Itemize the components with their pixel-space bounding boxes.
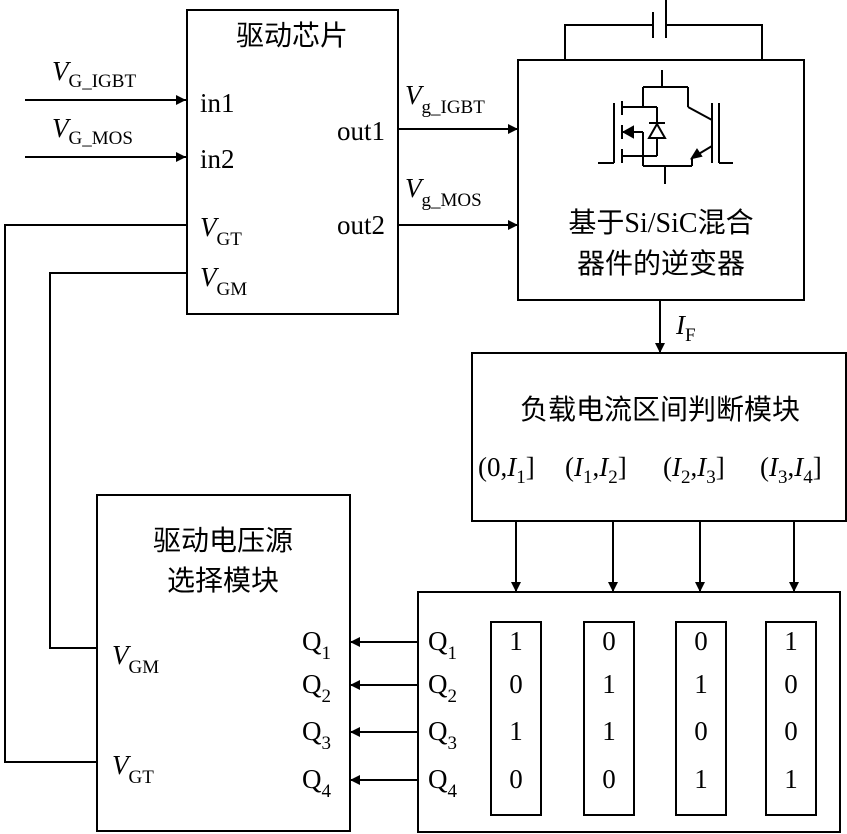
interval-label-3: (I2,I3] bbox=[663, 452, 725, 488]
code-q-label-3: Q3 bbox=[428, 716, 457, 754]
hybrid-switch-icon bbox=[598, 70, 733, 184]
driver-chip-out1-label: out1 bbox=[337, 116, 385, 146]
code-bit: 0 bbox=[694, 626, 708, 656]
code-column-2: 0 1 1 0 bbox=[583, 621, 635, 816]
current-interval-judge-box bbox=[471, 352, 847, 522]
code-bit: 0 bbox=[509, 764, 523, 794]
code-bit: 1 bbox=[694, 764, 708, 794]
code-bit: 1 bbox=[509, 626, 523, 656]
selector-vgt-label: VGT bbox=[112, 750, 154, 788]
code-bit: 0 bbox=[509, 669, 523, 699]
current-interval-judge-title: 负载电流区间判断模块 bbox=[520, 394, 800, 426]
driver-chip-box bbox=[186, 9, 399, 315]
current-if-label: IF bbox=[675, 310, 696, 346]
code-column-3: 0 1 0 1 bbox=[675, 621, 727, 816]
interval-label-4: (I3,I4] bbox=[760, 452, 822, 488]
selector-vgm-label: VGM bbox=[112, 640, 159, 678]
code-table-columns: 1 0 1 0 0 1 1 0 0 1 0 1 1 0 0 1 bbox=[490, 621, 817, 816]
code-q-label-2: Q2 bbox=[428, 669, 457, 707]
code-bit: 1 bbox=[784, 626, 798, 656]
code-q-label-4: Q4 bbox=[428, 764, 458, 802]
driver-chip-in2-label: in2 bbox=[200, 144, 235, 174]
code-bit: 0 bbox=[784, 669, 798, 699]
code-column-box bbox=[765, 621, 817, 816]
capacitor-icon bbox=[564, 0, 763, 60]
code-q-label-1: Q1 bbox=[428, 626, 457, 664]
vgm-feedback-wire bbox=[49, 272, 187, 649]
selector-q-label-2: Q2 bbox=[302, 669, 331, 707]
selector-title-line1: 驱动电压源 bbox=[153, 525, 293, 557]
code-column-4: 1 0 0 1 bbox=[765, 621, 817, 816]
code-bit: 0 bbox=[784, 716, 798, 746]
inverter-label-line1: 基于Si/SiC混合 bbox=[568, 207, 753, 239]
code-bit: 1 bbox=[602, 716, 616, 746]
code-bit: 1 bbox=[784, 764, 798, 794]
output-vg-mos-label: Vg_MOS bbox=[405, 173, 482, 211]
interval-label-2: (I1,I2] bbox=[565, 452, 627, 488]
code-bit: 1 bbox=[509, 716, 523, 746]
selector-q-label-4: Q4 bbox=[302, 764, 332, 802]
selector-q-label-3: Q3 bbox=[302, 716, 331, 754]
input-vg-igbt-label: VG_IGBT bbox=[52, 56, 136, 92]
code-bit: 1 bbox=[602, 669, 616, 699]
driver-chip-title: 驱动芯片 bbox=[236, 20, 348, 52]
input-vg-mos-label: VG_MOS bbox=[52, 113, 133, 149]
code-bit: 0 bbox=[602, 764, 616, 794]
code-bit: 1 bbox=[694, 669, 708, 699]
code-column-1: 1 0 1 0 bbox=[490, 621, 542, 816]
code-bit: 0 bbox=[694, 716, 708, 746]
inverter-label-line2: 器件的逆变器 bbox=[577, 248, 745, 280]
interval-labels: (0,I1] (I1,I2] (I2,I3] (I3,I4] bbox=[478, 452, 822, 488]
driver-chip-vgt-label: VGT bbox=[200, 212, 242, 250]
vgt-feedback-wire bbox=[4, 224, 187, 763]
selector-q-label-1: Q1 bbox=[302, 626, 331, 664]
interval-label-1: (0,I1] bbox=[478, 452, 535, 488]
code-column-box bbox=[675, 621, 727, 816]
code-column-box bbox=[583, 621, 635, 816]
output-vg-igbt-label: Vg_IGBT bbox=[405, 80, 485, 118]
driver-chip-out2-label: out2 bbox=[337, 210, 385, 240]
code-column-box bbox=[490, 621, 542, 816]
voltage-source-selector-box bbox=[96, 494, 351, 832]
q-signal-arrows bbox=[350, 637, 418, 785]
selector-title-line2: 选择模块 bbox=[167, 565, 279, 597]
code-bit: 0 bbox=[602, 626, 616, 656]
driver-chip-vgm-label: VGM bbox=[200, 262, 247, 300]
driver-chip-in1-label: in1 bbox=[200, 88, 235, 118]
inverter-box bbox=[517, 59, 805, 301]
